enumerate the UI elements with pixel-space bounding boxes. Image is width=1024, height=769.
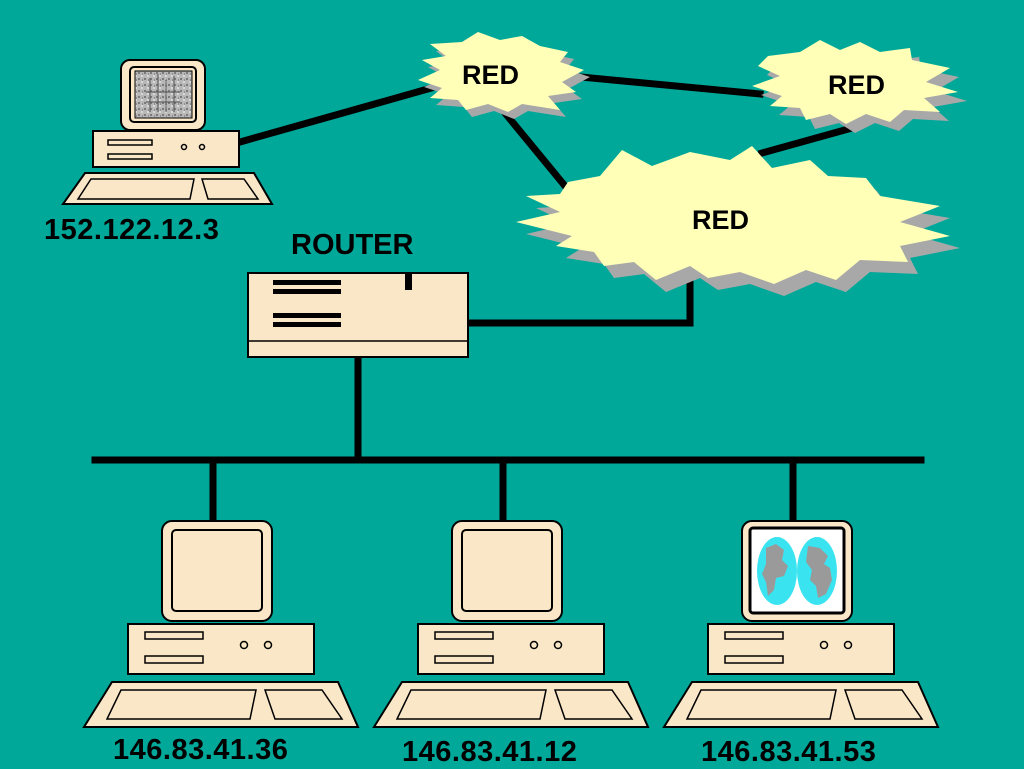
link-cloud-2-to-cloud-3 xyxy=(757,123,857,158)
drive-slot xyxy=(107,139,153,146)
lan-host-2-ip-label: 146.83.41.12 xyxy=(402,736,578,768)
keyboard-keys xyxy=(105,689,257,720)
drive-slot xyxy=(144,631,204,640)
network-cloud-1 xyxy=(418,32,590,119)
drive-slot xyxy=(434,631,494,640)
keyboard-keys xyxy=(76,178,195,200)
led xyxy=(553,640,563,650)
led xyxy=(843,640,853,650)
cloud-2-label: RED xyxy=(828,70,886,100)
lan-host-3-ip-label: 146.83.41.53 xyxy=(701,736,877,768)
keyboard-keypad xyxy=(843,689,924,720)
led xyxy=(239,640,249,650)
connection-lines xyxy=(91,72,925,524)
cloud-1-label: RED xyxy=(462,60,520,90)
keyboard-keys xyxy=(685,689,837,720)
led xyxy=(263,640,273,650)
link-host-to-cloud-1 xyxy=(235,80,447,147)
link-cloud-1-to-cloud-3 xyxy=(500,108,570,191)
cloud-shape xyxy=(516,146,950,284)
router-label: ROUTER xyxy=(291,229,414,261)
cloud-shape xyxy=(418,32,584,112)
base-unit xyxy=(707,623,895,675)
router-slot xyxy=(273,289,341,294)
lan-host-computer-3 xyxy=(662,520,940,728)
lan-host-computer-1 xyxy=(82,520,360,728)
drive-slot xyxy=(724,631,784,640)
router-slot xyxy=(273,280,341,285)
top-host-ip-label: 152.122.12.3 xyxy=(44,214,220,246)
drive-slot xyxy=(107,153,153,160)
led xyxy=(529,640,539,650)
drive-slot xyxy=(144,655,204,664)
cloud-shape xyxy=(752,40,958,124)
keyboard-keypad xyxy=(200,178,260,200)
keyboard-keys xyxy=(395,689,547,720)
lan-host-1-ip-label: 146.83.41.36 xyxy=(113,734,289,766)
network-cloud-2 xyxy=(752,40,967,133)
router-antenna-port xyxy=(405,273,412,290)
network-cloud-3 xyxy=(516,146,960,296)
router-device xyxy=(247,272,469,358)
top-host-computer xyxy=(61,59,274,205)
drive-slot xyxy=(724,655,784,664)
led xyxy=(180,143,188,151)
drive-slot xyxy=(434,655,494,664)
keyboard-keypad xyxy=(263,689,344,720)
base-unit xyxy=(92,130,240,168)
cloud-3-label: RED xyxy=(692,205,750,235)
led xyxy=(198,143,206,151)
keyboard-keypad xyxy=(553,689,634,720)
world-map-globe-icon xyxy=(757,537,837,605)
router-slot xyxy=(273,313,341,318)
router-slot xyxy=(273,322,341,327)
link-cloud-1-to-cloud-2 xyxy=(566,72,764,98)
led xyxy=(819,640,829,650)
screen xyxy=(171,529,263,612)
cityscape-detail xyxy=(146,74,180,112)
screen xyxy=(461,529,553,612)
lan-host-computer-2 xyxy=(372,520,650,728)
cityscape-image-icon xyxy=(134,70,193,119)
link-router-to-cloud-3 xyxy=(466,268,694,327)
